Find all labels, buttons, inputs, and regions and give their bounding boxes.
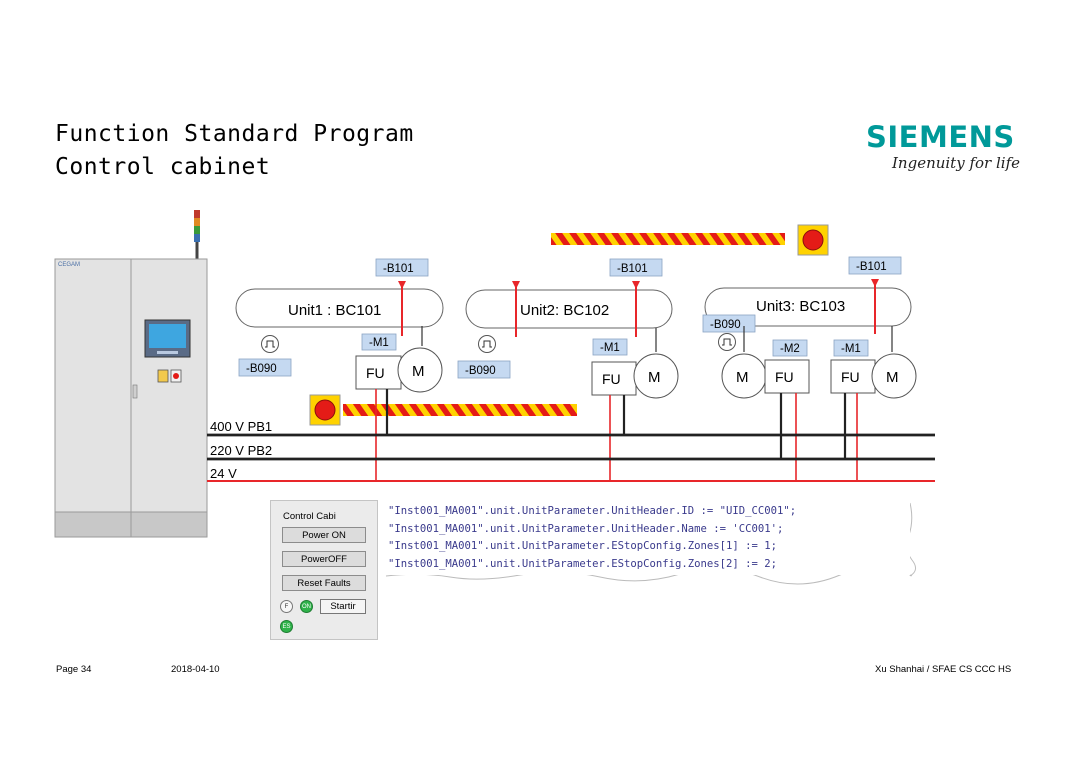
motor-tag-m1-unit3	[833, 339, 869, 357]
code-line: "Inst001_MA001".unit.UnitParameter.EStop…	[388, 540, 778, 552]
cabinet-switch-icon	[157, 369, 169, 383]
unit-3-label: Unit3: BC103	[756, 298, 845, 315]
safety-barrier	[551, 233, 785, 245]
sensor-b101-unit1: -B101	[375, 258, 429, 336]
safety-barrier	[343, 404, 577, 416]
code-line: "Inst001_MA001".unit.UnitParameter.UnitH…	[388, 505, 797, 517]
svg-text:M: M	[736, 369, 749, 386]
code-snippet: "Inst001_MA001".unit.UnitParameter.UnitH…	[388, 503, 910, 575]
unit-1-label: Unit1 : BC101	[288, 302, 381, 319]
conveyor-unit-2	[465, 289, 673, 329]
svg-text:-M1: -M1	[841, 343, 861, 355]
door-handle-icon	[132, 384, 138, 399]
svg-text:M: M	[648, 369, 661, 386]
footer-date: 2018-04-10	[171, 664, 220, 675]
svg-text:-M1: -M1	[600, 342, 620, 354]
svg-text:FU: FU	[602, 371, 621, 387]
drive-unit2: FU M	[591, 328, 679, 399]
estop-lamp-icon: ES	[280, 620, 293, 633]
code-line: "Inst001_MA001".unit.UnitParameter.UnitH…	[388, 522, 784, 535]
drive-unit3-m2: M FU	[721, 326, 810, 399]
svg-text:FU: FU	[775, 369, 794, 385]
siemens-logo: SIEMENS Ingenuity for life	[866, 120, 1026, 173]
startir-button[interactable]: Startir	[320, 599, 366, 614]
control-cabinet: CEGAM	[54, 258, 208, 538]
svg-text:FU: FU	[841, 369, 860, 385]
sensor-b101-unit3: -B101	[848, 256, 902, 334]
motor-tag-m2-unit3	[772, 339, 808, 357]
title-line-1: Function Standard Program	[55, 121, 414, 147]
svg-text:-B090: -B090	[465, 365, 496, 377]
pulse-sensor-b090-unit3: -B090	[702, 314, 756, 351]
drive-unit3-m1: FU M	[830, 326, 917, 399]
svg-text:-B090: -B090	[246, 363, 277, 375]
signal-tower-icon	[194, 210, 200, 259]
rail-label-220v: 220 V PB2	[210, 443, 272, 458]
svg-text:-M2: -M2	[780, 343, 800, 355]
pulse-sensor-b090-unit1: -B090	[238, 335, 292, 377]
title-line-2: Control cabinet	[55, 154, 271, 180]
conveyor-unit-3	[704, 287, 912, 327]
svg-text:-B101: -B101	[617, 263, 648, 275]
svg-text:-B101: -B101	[856, 261, 887, 273]
footer-page: Page 34	[56, 664, 92, 675]
panel-title: Control Cabi	[283, 511, 336, 522]
cabinet-estop-icon	[173, 373, 179, 379]
logo-tagline: Ingenuity for life	[892, 154, 1020, 172]
motor-tag-m1-unit1	[361, 333, 397, 351]
reset-faults-button[interactable]: Reset Faults	[282, 575, 366, 591]
svg-text:-B090: -B090	[710, 319, 741, 331]
logo-wordmark: SIEMENS	[866, 120, 1015, 154]
svg-text:M: M	[412, 363, 425, 380]
footer-author: Xu Shanhai / SFAE CS CCC HS	[875, 664, 1012, 675]
cabinet-brand: CEGAM	[58, 262, 80, 268]
on-lamp-icon: ON	[300, 600, 313, 613]
fault-lamp-icon: F	[280, 600, 293, 613]
drive-unit1: FU M	[355, 326, 443, 393]
power-on-button[interactable]: Power ON	[282, 527, 366, 543]
rail-label-400v: 400 V PB1	[210, 419, 272, 434]
rail-label-24v: 24 V	[210, 466, 237, 481]
code-line: "Inst001_MA001".unit.UnitParameter.EStop…	[388, 557, 778, 570]
svg-text:FU: FU	[366, 365, 385, 381]
pulse-sensor-b090-unit2: -B090	[457, 335, 511, 379]
svg-text:M: M	[886, 369, 899, 386]
conveyor-unit-1	[235, 288, 444, 328]
torn-edge	[385, 566, 913, 585]
unit-2-label: Unit2: BC102	[520, 302, 609, 319]
control-panel: Control Cabi Power ON PowerOFF Reset Fau…	[270, 500, 378, 640]
sensor-b101-unit2: -B101	[512, 258, 663, 337]
svg-text:-B101: -B101	[383, 263, 414, 275]
power-off-button[interactable]: PowerOFF	[282, 551, 366, 567]
motor-tag-m1-unit2	[592, 338, 628, 356]
power-feed-lines	[375, 389, 858, 481]
svg-text:-M1: -M1	[369, 337, 389, 349]
power-rails	[207, 433, 935, 482]
